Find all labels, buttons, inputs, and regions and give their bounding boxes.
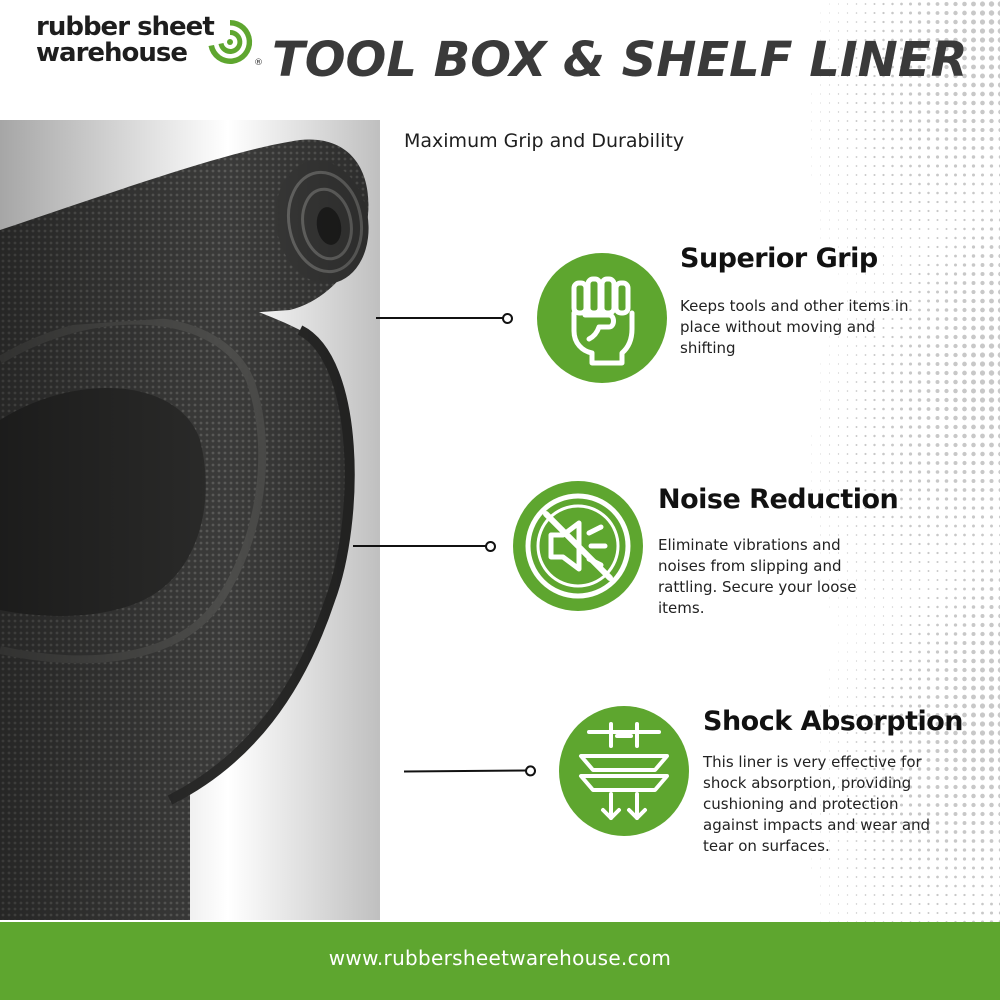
feature-description: This liner is very effective for shock a… [703, 753, 931, 855]
connector-line-noise [353, 541, 496, 552]
swirl-logo-icon [208, 19, 253, 64]
brand-name-line1: rubber sheet [36, 12, 215, 42]
feature-title: Noise Reduction [658, 484, 899, 515]
page-title: TOOL BOX & SHELF LINER [272, 32, 968, 88]
shock-absorption-icon [579, 722, 669, 820]
no-sound-icon [525, 493, 631, 599]
brand-logo: rubber sheet warehouse ® [36, 14, 266, 76]
feature-title: Shock Absorption [703, 706, 964, 737]
feature-description: Keeps tools and other items in place wit… [680, 297, 909, 357]
connector-line-grip [376, 313, 513, 324]
fist-icon [571, 276, 635, 366]
feature-icon-badge [559, 706, 689, 836]
halftone-pattern [811, 1, 1000, 924]
page-subtitle: Maximum Grip and Durability [404, 130, 685, 152]
connector-dot [502, 313, 513, 324]
feature-description: Eliminate vibrations and noises from sli… [658, 536, 857, 617]
feature-icon-badge [537, 253, 667, 383]
connector-dot [524, 765, 537, 777]
feature-icon-badge [513, 481, 643, 611]
rubber-mat-roll-image [0, 120, 380, 920]
website-link[interactable]: www.rubbersheetwarehouse.com [328, 946, 672, 970]
brand-name-line2: warehouse [36, 38, 188, 68]
registered-mark: ® [254, 58, 263, 68]
connector-dot [485, 541, 496, 552]
connector-line-shock [403, 765, 537, 777]
footer-bar: www.rubbersheetwarehouse.com [0, 922, 1000, 1000]
feature-title: Superior Grip [680, 243, 878, 274]
brand-name: rubber sheet warehouse [36, 12, 215, 68]
